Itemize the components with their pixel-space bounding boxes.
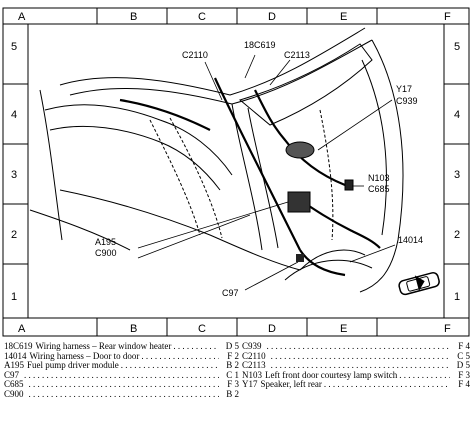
col-label-top-c: C xyxy=(198,11,206,23)
legend-row: C2110 C 5 xyxy=(242,352,470,362)
legend-description: Speaker, left rear xyxy=(260,380,322,390)
col-label-bottom-a: A xyxy=(18,323,26,335)
legend-code: C900 xyxy=(4,389,24,399)
legend-row: C2113 D 5 xyxy=(242,361,470,371)
col-label-bottom-e: E xyxy=(340,323,347,335)
legend-row: C685 F 3 xyxy=(4,380,239,390)
legend-code: 14014 xyxy=(4,351,27,361)
row-label-right-5: 5 xyxy=(454,41,460,53)
legend-location: F 4 xyxy=(458,380,470,390)
door-courtesy-switch xyxy=(344,179,354,191)
legend-row: C939 F 4 xyxy=(242,342,470,352)
legend-code: Y17 xyxy=(242,380,258,390)
legend-row: A195 Fuel pump driver module B 2 xyxy=(4,361,239,371)
legend-leader-dots xyxy=(271,352,450,362)
row-label-right-3: 3 xyxy=(454,169,460,181)
legend-code: C939 xyxy=(242,342,262,351)
col-label-top-b: B xyxy=(130,11,137,23)
row-ticks xyxy=(3,83,469,265)
legend-location: B 2 xyxy=(226,389,239,399)
legend-leader-dots xyxy=(399,371,450,381)
row-label-right-2: 2 xyxy=(454,229,460,241)
callout-c939: C939 xyxy=(396,96,418,106)
legend-row: 14014 Wiring harness – Door to door F 2 xyxy=(4,352,239,362)
connector-c97 xyxy=(296,254,304,262)
legend-code: A195 xyxy=(4,361,24,371)
legend-leader-dots xyxy=(121,361,219,371)
legend-description: Fuel pump driver module xyxy=(27,361,119,371)
legend-code: C685 xyxy=(4,380,24,390)
callout-y17: Y17 xyxy=(396,84,412,94)
legend-leader-dots xyxy=(24,371,219,381)
wiring-diagram: A B C D E F A B C D E F 5 4 3 2 1 5 4 3 … xyxy=(2,7,470,337)
col-label-top-f: F xyxy=(444,11,451,23)
legend-code: C97 xyxy=(4,370,20,380)
row-label-left-3: 3 xyxy=(11,169,17,181)
legend-location: F 3 xyxy=(227,380,239,390)
legend-location: F 3 xyxy=(458,370,470,380)
col-label-bottom-b: B xyxy=(130,323,137,335)
row-label-left-2: 2 xyxy=(11,229,17,241)
row-label-left-1: 1 xyxy=(11,291,17,303)
col-label-bottom-f: F xyxy=(444,323,451,335)
legend-row: C900 B 2 xyxy=(4,390,239,400)
legend-location: D 5 xyxy=(456,361,470,371)
legend-row: C97 C 1 xyxy=(4,371,239,381)
legend-location: F 4 xyxy=(458,342,470,351)
vehicle-orientation-icon xyxy=(398,272,440,296)
wiring-harness-lines xyxy=(119,77,381,277)
legend-code: N103 xyxy=(242,370,262,380)
vehicle-body-illustration xyxy=(29,27,404,293)
component-legend: 18C619 Wiring harness – Rear window heat… xyxy=(2,342,472,420)
legend-location: F 2 xyxy=(227,351,239,361)
callout-c2113: C2113 xyxy=(284,50,310,60)
legend-location: B 2 xyxy=(226,361,239,371)
legend-description: Left front door courtesy lamp switch xyxy=(265,370,398,380)
fuel-pump-driver-module xyxy=(287,191,311,213)
legend-column-right: C939 F 4 C2110 C 5 C2113 D 5 N103 Left f… xyxy=(242,342,470,390)
legend-description: Wiring harness – Rear window heater xyxy=(35,342,172,351)
legend-row: Y17 Speaker, left rear F 4 xyxy=(242,380,470,390)
callout-18c619: 18C619 xyxy=(244,40,276,50)
legend-code: C2110 xyxy=(242,351,266,361)
legend-row: N103 Left front door courtesy lamp switc… xyxy=(242,371,470,381)
row-label-left-5: 5 xyxy=(11,41,17,53)
legend-description: Wiring harness – Door to door xyxy=(29,351,140,361)
col-label-top-a: A xyxy=(18,11,26,23)
column-ticks xyxy=(96,8,378,336)
col-label-bottom-d: D xyxy=(268,323,276,335)
row-label-right-4: 4 xyxy=(454,109,460,121)
legend-leader-dots xyxy=(271,361,450,371)
legend-column-left: 18C619 Wiring harness – Rear window heat… xyxy=(4,342,239,400)
callout-14014: 14014 xyxy=(398,235,423,245)
legend-leader-dots xyxy=(324,380,450,390)
callout-a195: A195 xyxy=(95,237,116,247)
legend-leader-dots xyxy=(141,352,219,362)
col-label-top-e: E xyxy=(340,11,347,23)
callout-c685: C685 xyxy=(368,184,390,194)
row-label-left-4: 4 xyxy=(11,109,17,121)
callout-c900: C900 xyxy=(95,248,117,258)
legend-location: D 5 xyxy=(225,342,239,351)
callout-c2110: C2110 xyxy=(182,50,208,60)
row-label-right-1: 1 xyxy=(454,291,460,303)
callout-leaders xyxy=(137,54,396,291)
speaker-left-rear xyxy=(285,141,315,159)
diagram-frame xyxy=(2,7,470,337)
legend-leader-dots xyxy=(267,342,450,352)
callout-c97: C97 xyxy=(222,288,239,298)
legend-code: 18C619 xyxy=(4,342,33,351)
legend-leader-dots xyxy=(173,342,219,352)
legend-leader-dots xyxy=(29,380,219,390)
legend-row: 18C619 Wiring harness – Rear window heat… xyxy=(4,342,239,352)
legend-location: C 5 xyxy=(457,351,470,361)
col-label-top-d: D xyxy=(268,11,276,23)
col-label-bottom-c: C xyxy=(198,323,206,335)
legend-location: C 1 xyxy=(226,370,239,380)
legend-code: C2113 xyxy=(242,361,266,371)
callout-n103: N103 xyxy=(368,173,390,183)
legend-leader-dots xyxy=(29,390,219,400)
